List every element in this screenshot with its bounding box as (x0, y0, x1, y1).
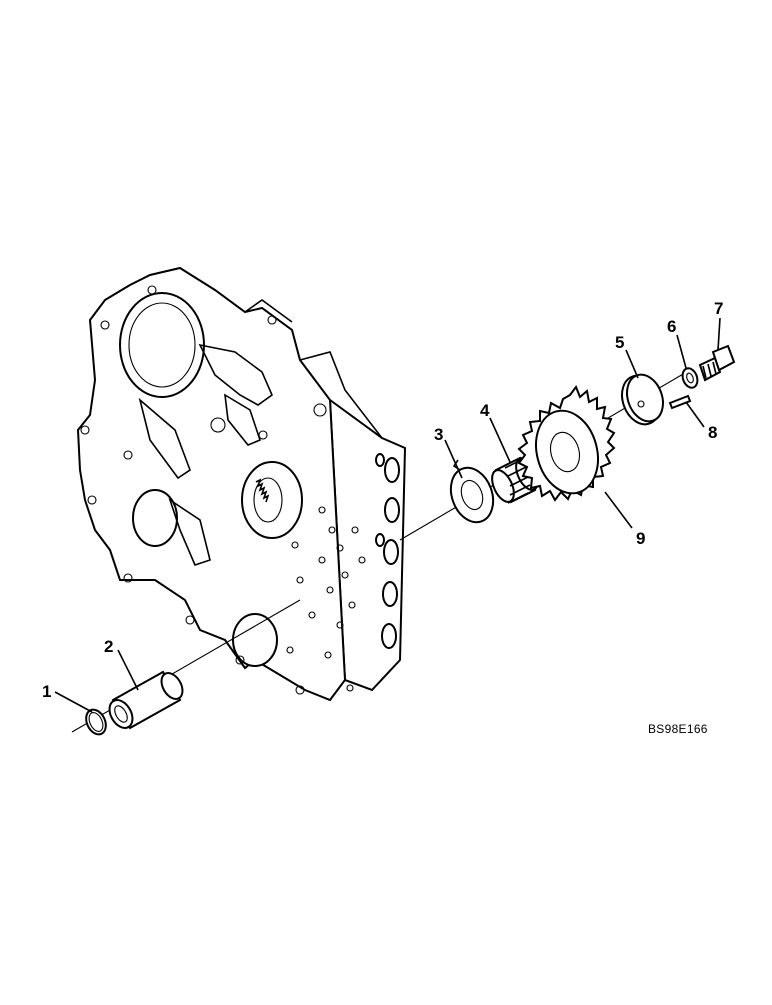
spur-gear (517, 384, 616, 502)
snap-ring (85, 708, 107, 736)
bolt-hole (123, 450, 133, 460)
bolt-hole (346, 684, 354, 692)
housing-bottom-bore (232, 613, 278, 667)
callout-8: 8 (708, 423, 717, 442)
bolt-hole (87, 495, 97, 505)
retaining-plate (621, 373, 664, 426)
sleeve-pin (108, 670, 184, 730)
callout-4: 4 (480, 401, 490, 420)
housing-upper-bore (119, 292, 205, 398)
bolt-hole (210, 417, 226, 433)
bolt-hole (258, 430, 268, 440)
housing-top-edge (299, 351, 383, 439)
bolt-hole (295, 685, 305, 695)
drawing-code-label: BS98E166 (648, 722, 708, 736)
lock-washer (681, 367, 699, 389)
callout-9: 9 (636, 529, 645, 548)
callout-2: 2 (104, 637, 113, 656)
housing-lower-bore (132, 489, 178, 547)
bolt-hole (147, 285, 157, 295)
thrust-washer (449, 459, 495, 524)
cap-screw (698, 344, 736, 382)
bolt-hole (313, 403, 327, 417)
bolt-hole (80, 425, 90, 435)
side-face-ports (375, 453, 400, 649)
bolt-hole (100, 320, 110, 330)
callout-7: 7 (714, 299, 723, 318)
housing-port-holes (286, 506, 366, 659)
bolt-hole (267, 315, 277, 325)
housing-front-face (76, 266, 347, 702)
housing-plate (76, 266, 407, 702)
dowel-pin (668, 394, 692, 410)
callout-1: 1 (42, 682, 51, 701)
callout-3: 3 (434, 425, 443, 444)
leader-lines (54, 317, 721, 713)
bolt-hole (123, 573, 133, 583)
housing-splined-bore (241, 461, 303, 539)
callout-5: 5 (615, 333, 624, 352)
callout-6: 6 (667, 317, 676, 336)
bolt-hole (235, 655, 245, 665)
bolt-hole (185, 615, 195, 625)
